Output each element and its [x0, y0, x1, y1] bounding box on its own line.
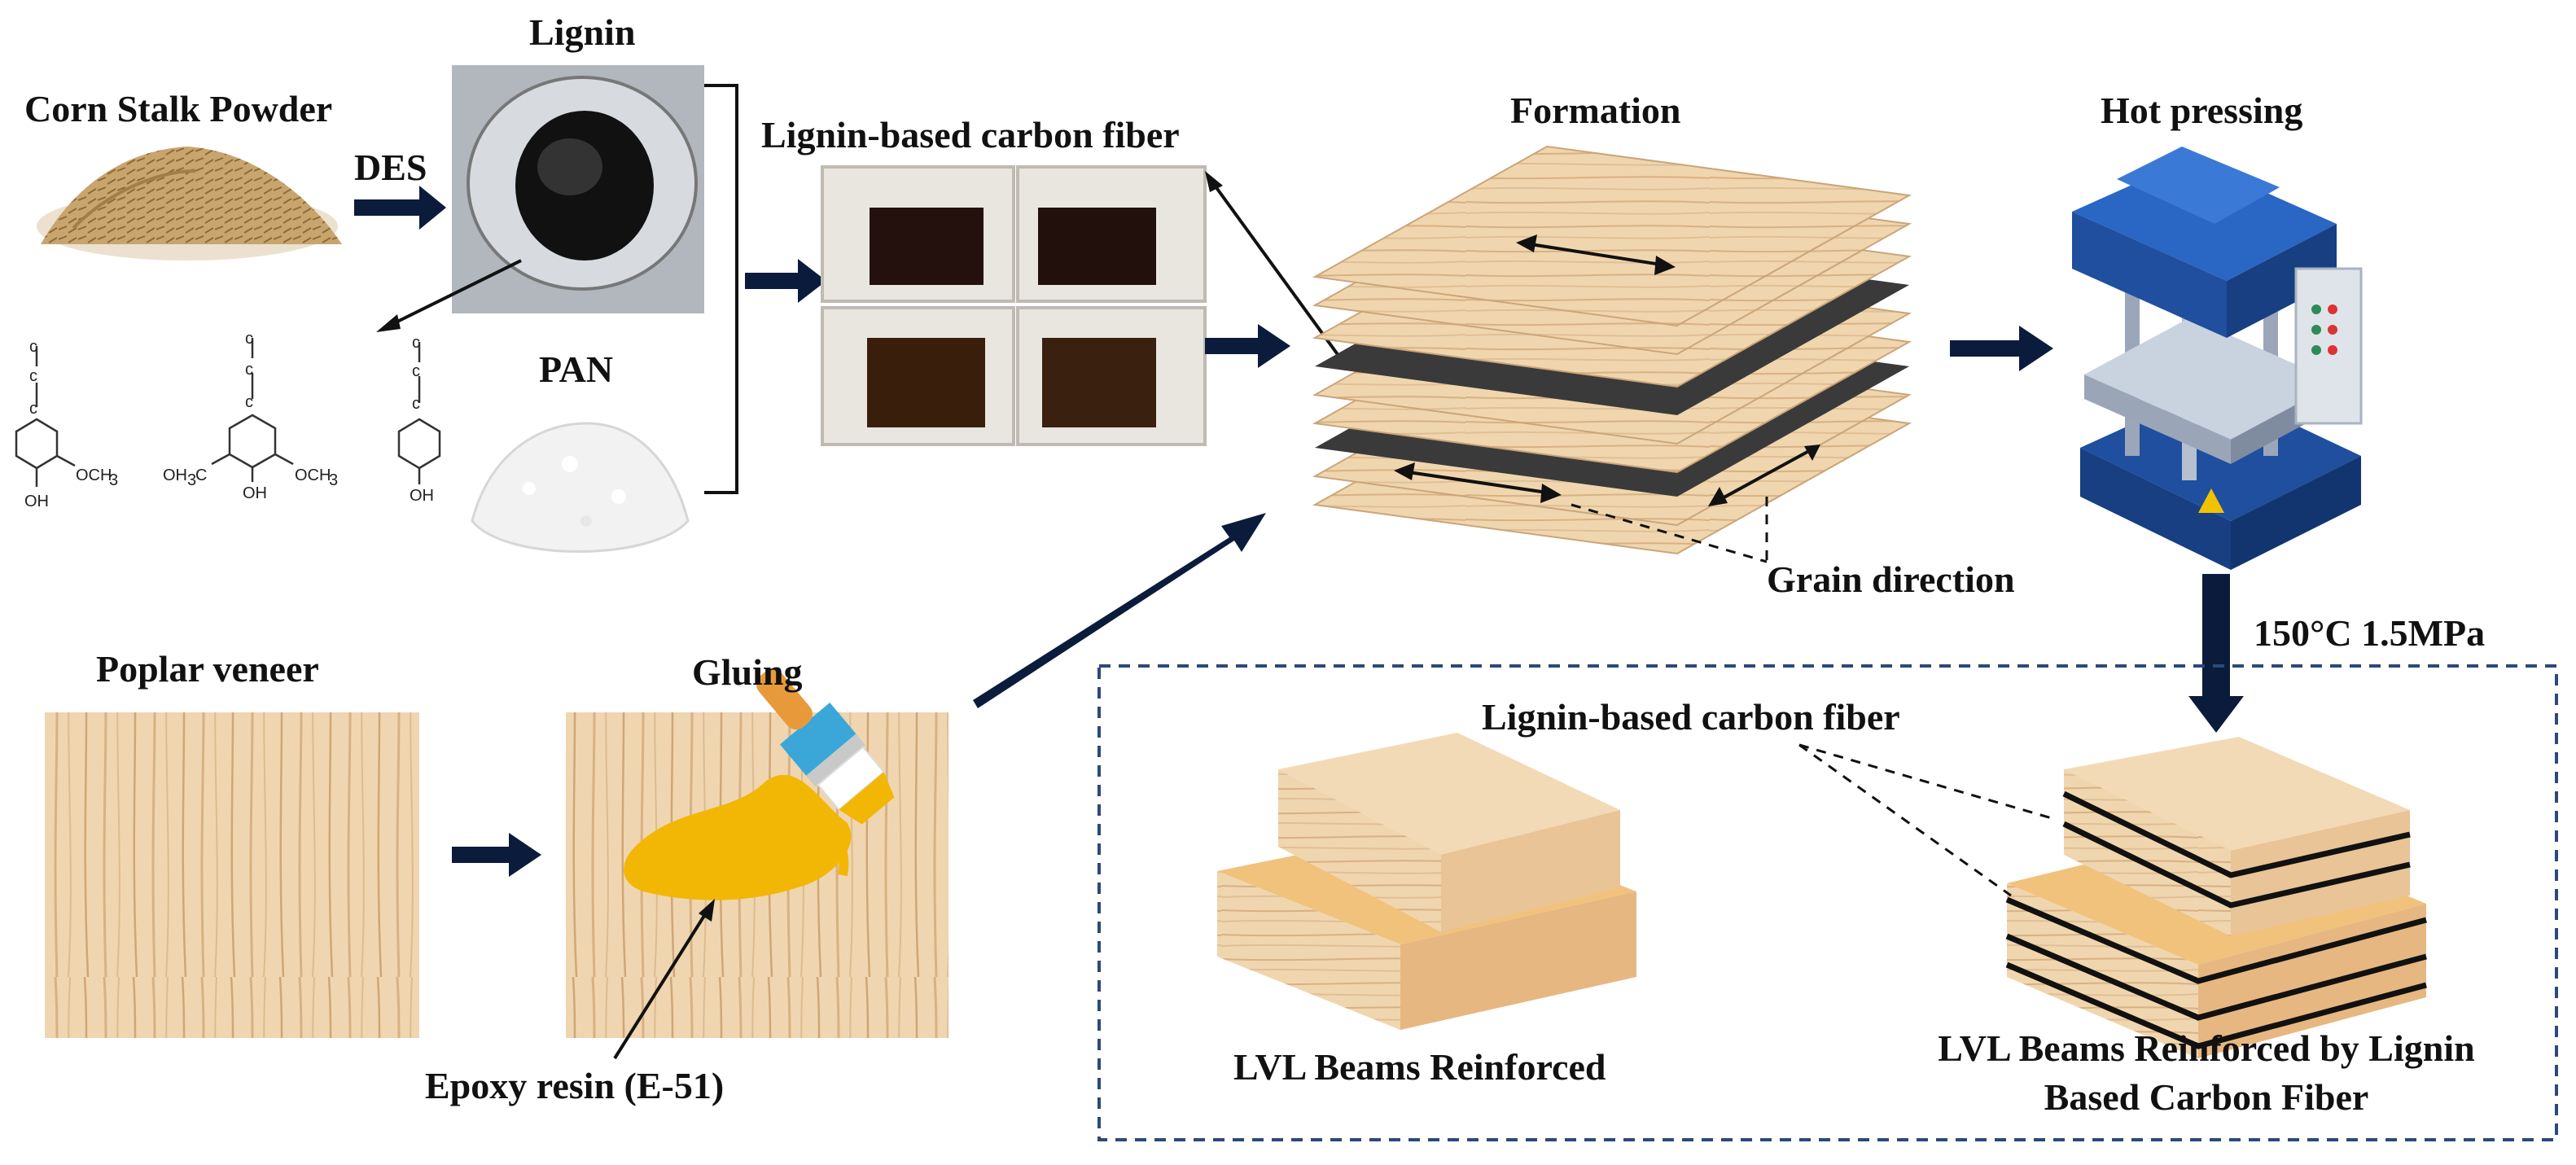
lignin-carbon-fiber-box-label: Lignin-based carbon fiber: [1482, 696, 1900, 738]
svg-text:c: c: [29, 338, 37, 356]
grain-direction-arrows: [1394, 234, 1820, 506]
carbon-fiber-trays-image: [821, 165, 1207, 446]
lvl-beams-plain-image: [1217, 733, 1636, 1030]
svg-text:OH: OH: [410, 487, 434, 505]
svg-text:OH: OH: [163, 466, 187, 484]
carbon-fiber-pointer: [1205, 171, 1345, 364]
formation-label: Formation: [1510, 90, 1681, 131]
svg-text:c: c: [245, 330, 253, 348]
lignin-structure-pointer: [376, 259, 522, 332]
lvl-lignin-label-line1: LVL Beams Reinforced by Lignin: [1938, 1027, 2475, 1069]
grain-direction-dashes: [1571, 497, 1768, 563]
lvl-lignin-label-line2: Based Carbon Fiber: [2044, 1076, 2369, 1118]
des-label: DES: [354, 147, 427, 188]
svg-text:c: c: [412, 334, 420, 352]
to-formation-diagonal-arrow: [973, 513, 1266, 708]
conditions-label: 150°C 1.5MPa: [2254, 612, 2486, 654]
des-arrow: [354, 186, 446, 230]
svg-text:3: 3: [109, 471, 118, 489]
svg-text:3: 3: [329, 471, 338, 489]
lignin-label: Lignin: [529, 11, 636, 53]
epoxy-resin-label: Epoxy resin (E-51): [425, 1065, 725, 1106]
svg-text:c: c: [412, 362, 420, 380]
poplar-veneer-image: [45, 712, 419, 1038]
pan-label: PAN: [539, 348, 614, 390]
hot-press-image: [2072, 147, 2363, 570]
gluing-label: Gluing: [692, 651, 803, 693]
poplar-veneer-label: Poplar veneer: [96, 648, 319, 690]
lignin-carbon-fiber-label: Lignin-based carbon fiber: [761, 114, 1180, 155]
svg-text:c: c: [412, 395, 420, 413]
result-dashed-box: [1097, 664, 2558, 1141]
lignin-image: [452, 65, 704, 313]
formation-stack: [1312, 145, 1912, 555]
svg-text:c: c: [29, 400, 37, 418]
svg-text:OH: OH: [24, 493, 49, 510]
pan-image: [471, 422, 690, 553]
corn-stalk-powder-label: Corn Stalk Powder: [24, 88, 333, 129]
to-formation-arrow: [1205, 324, 1290, 368]
svg-text:OCH: OCH: [76, 466, 112, 484]
hot-pressing-label: Hot pressing: [2101, 90, 2303, 131]
grain-direction-label: Grain direction: [1767, 558, 2015, 600]
lvl-beams-carbon-image: [2005, 737, 2427, 1058]
to-gluing-arrow: [452, 833, 541, 877]
svg-text:c: c: [245, 393, 253, 411]
carbon-fiber-callout-dashes: [1798, 743, 2052, 897]
lvl-reinforced-label: LVL Beams Reinforced: [1233, 1046, 1606, 1088]
to-hot-press-arrow: [1950, 326, 2053, 371]
corn-stalk-powder-image: [37, 147, 342, 261]
svg-text:c: c: [29, 367, 37, 385]
down-arrow: [2188, 574, 2244, 733]
svg-text:OCH: OCH: [295, 466, 331, 484]
chemical-structures: [15, 338, 441, 487]
bracket: [704, 84, 738, 494]
gluing-image: [566, 668, 948, 1038]
svg-text:OH: OH: [243, 484, 267, 502]
svg-text:3: 3: [187, 471, 196, 489]
epoxy-pointer: [613, 899, 715, 1060]
to-carbon-fiber-arrow: [745, 259, 826, 303]
svg-text:c: c: [245, 361, 253, 379]
svg-text:C: C: [195, 466, 207, 484]
